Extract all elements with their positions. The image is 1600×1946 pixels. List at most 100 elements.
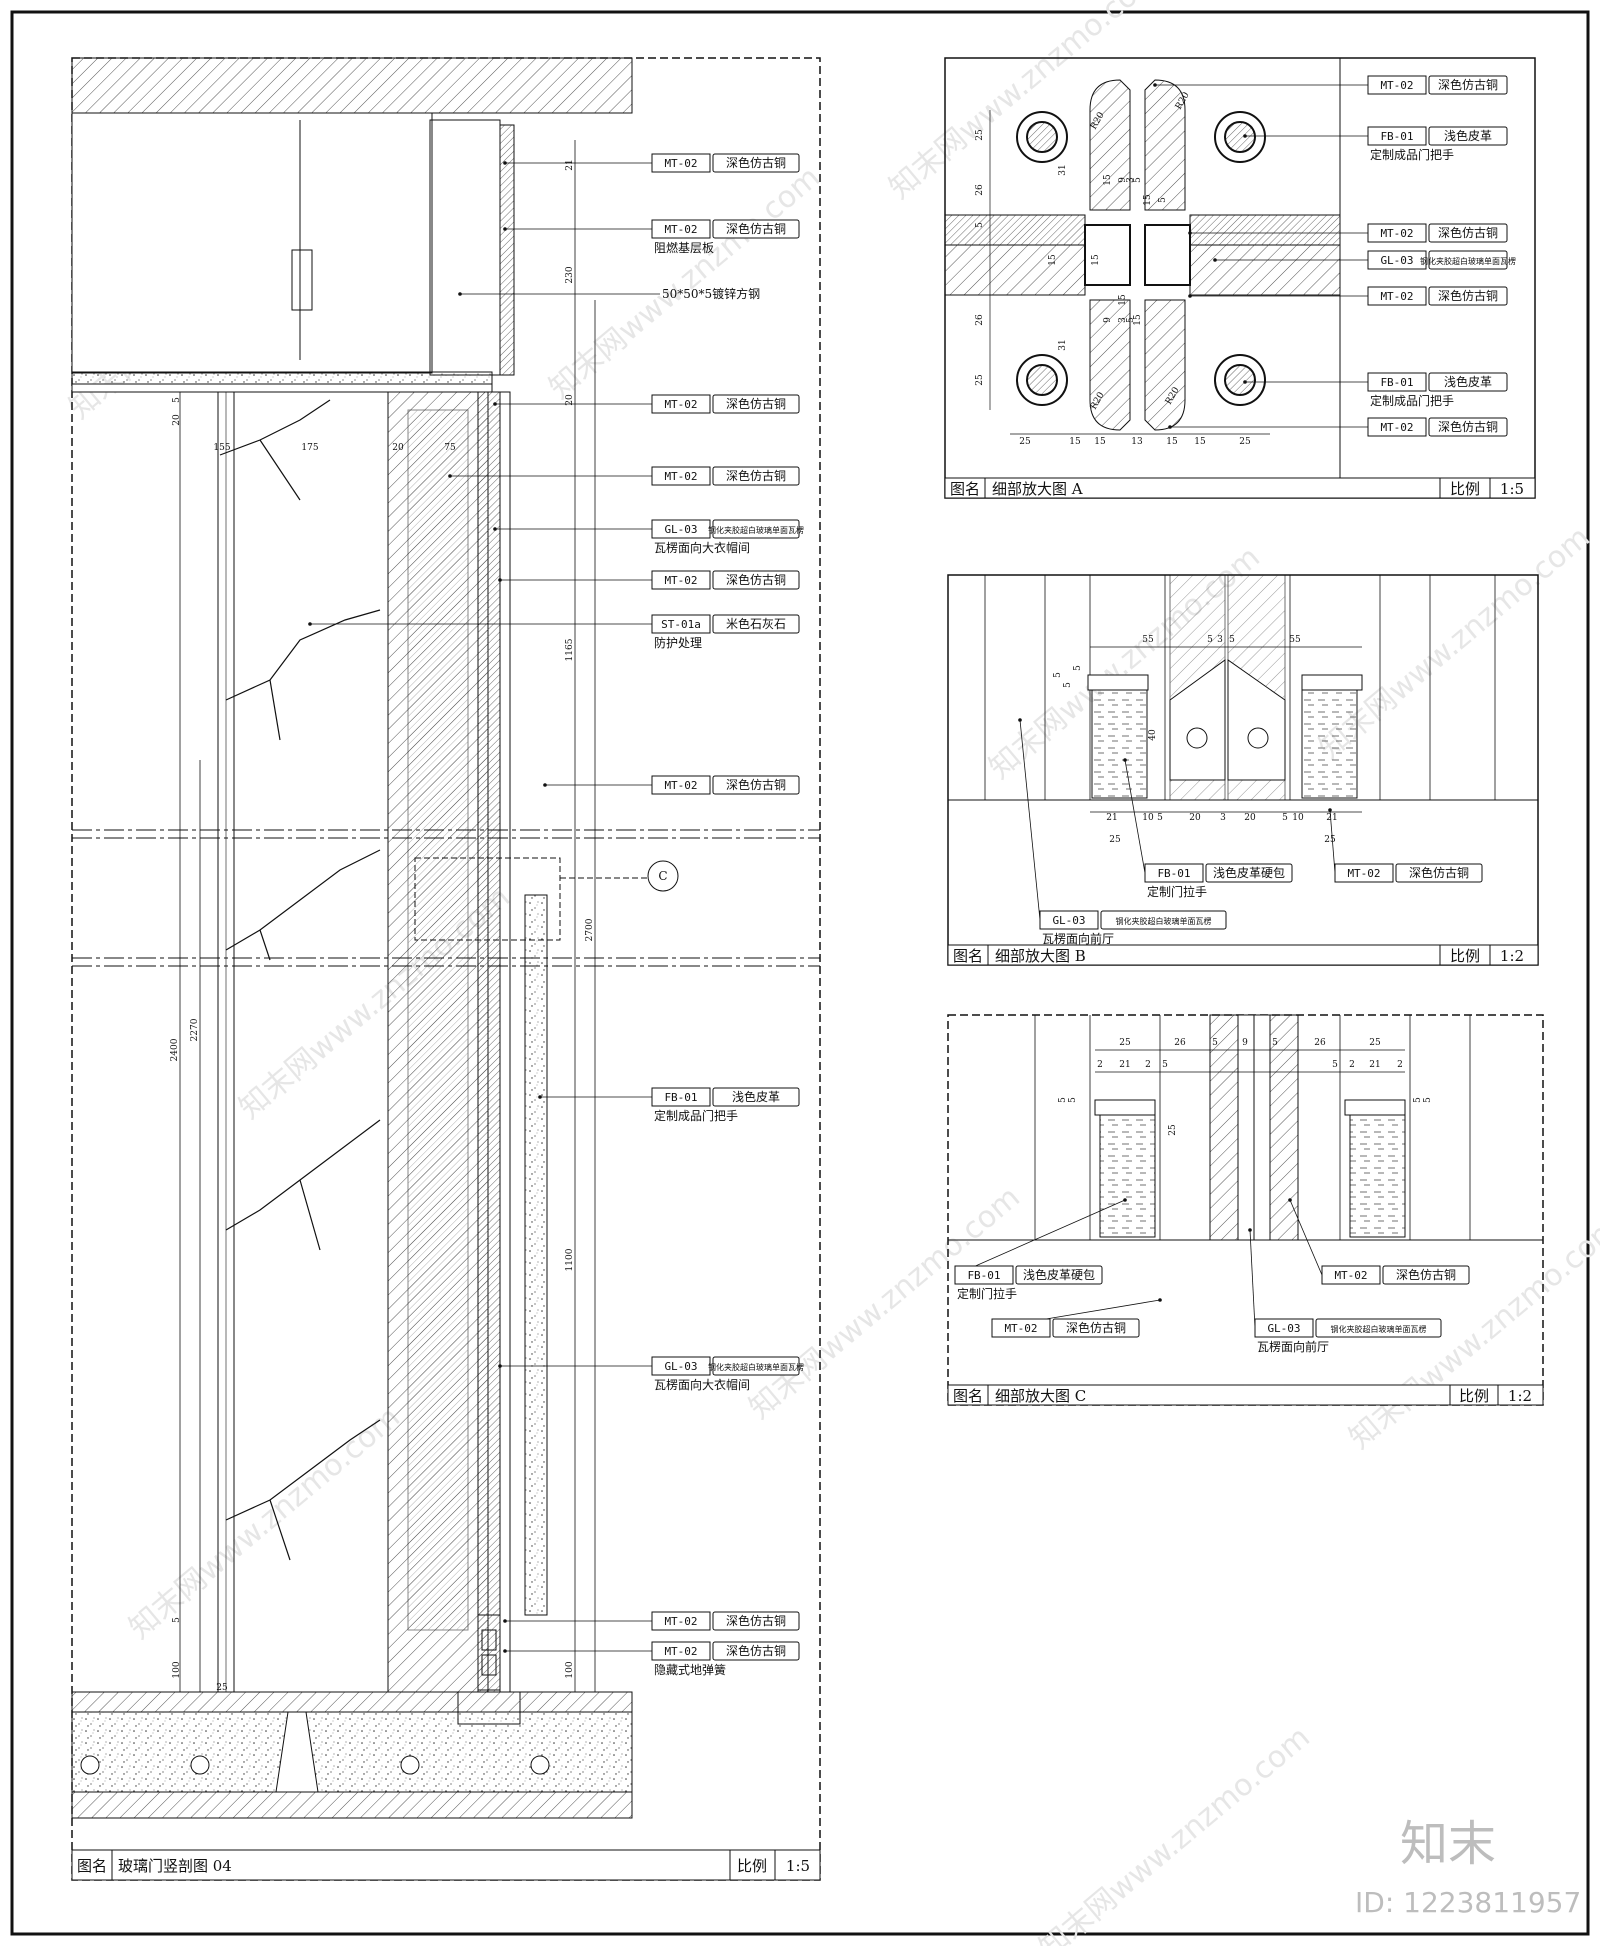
dimension-label: 15 xyxy=(1094,437,1106,447)
dimension-label: 1100 xyxy=(565,1248,575,1271)
dimension-label: 31 xyxy=(1058,164,1068,175)
annotation-code: GL-03 xyxy=(1380,254,1413,267)
dimension-label: 2700 xyxy=(585,918,595,941)
dimension-label: 21 xyxy=(1106,813,1117,823)
dimension-label: 155 xyxy=(213,443,230,453)
main-scale: 1:5 xyxy=(786,1857,810,1875)
annotation-desc: 浅色皮革硬包 xyxy=(1213,866,1285,880)
dimension-label: 5 xyxy=(1229,635,1235,645)
dimension-label: 100 xyxy=(565,1661,575,1678)
annotation-code: MT-02 xyxy=(664,470,697,483)
dimension-label: 5 xyxy=(1332,1060,1338,1070)
dimension-label: 230 xyxy=(565,266,575,283)
annotation-note: 瓦楞面向大衣帽间 xyxy=(654,1377,750,1392)
dimension-label: 15 xyxy=(1091,254,1101,266)
annotation-note: 定制门拉手 xyxy=(957,1286,1017,1301)
dimension-label: 75 xyxy=(444,443,456,453)
detail-b-title: 细部放大图 B xyxy=(995,947,1086,965)
annotation-desc: 深色仿古铜 xyxy=(1409,865,1469,880)
annotation-desc: 钢化夹胶超白玻璃单面瓦楞 xyxy=(708,525,804,535)
detail-b-title-label: 图名 xyxy=(953,947,983,965)
detail-b-annotation: MT-02 深色仿古铜 xyxy=(1328,808,1483,883)
dimension-label: 9 xyxy=(1118,177,1128,183)
annotation-code: MT-02 xyxy=(664,157,697,170)
detail-c-scale-label: 比例 xyxy=(1459,1387,1489,1405)
annotation-desc: 深色仿古铜 xyxy=(726,1613,786,1628)
main-annotation: MT-02 深色仿古铜 xyxy=(448,466,800,486)
dimension-label: 15 xyxy=(1133,314,1143,326)
annotation-code: FB-01 xyxy=(664,1091,697,1104)
dimension-label: 3 xyxy=(1217,635,1223,645)
dimension-label: 5 xyxy=(172,397,182,403)
main-title-label: 图名 xyxy=(77,1857,107,1875)
callout-c-label: C xyxy=(658,869,667,883)
annotation-desc: 钢化夹胶超白玻璃单面瓦楞 xyxy=(1116,916,1212,926)
main-annotation: 50*50*5镀锌方钢 xyxy=(458,286,760,301)
dimension-label: 9 xyxy=(1103,317,1113,323)
dimension-label: 26 xyxy=(975,184,985,196)
annotation-code: GL-03 xyxy=(1052,914,1085,927)
dimension-label: 21 xyxy=(1119,1060,1130,1070)
dimension-label: 25 xyxy=(1119,1038,1131,1048)
annotation-code: MT-02 xyxy=(664,223,697,236)
dimension-label: 15 xyxy=(1166,437,1178,447)
annotation-desc: 深色仿古铜 xyxy=(726,221,786,236)
detail-c-title: 细部放大图 C xyxy=(995,1387,1086,1405)
annotation-desc: 深色仿古铜 xyxy=(1066,1320,1126,1335)
annotation-code: MT-02 xyxy=(1347,867,1380,880)
detail-a-title: 细部放大图 A xyxy=(992,480,1083,498)
dimension-label: 25 xyxy=(216,1683,228,1693)
dimension-label: 15 xyxy=(1118,294,1128,306)
dimension-label: 3 xyxy=(1118,317,1128,323)
dimension-label: 5 xyxy=(1053,672,1063,678)
annotation-desc: 深色仿古铜 xyxy=(726,155,786,170)
dimension-label: 5 xyxy=(1063,682,1073,688)
dimension-label: 21 xyxy=(1326,813,1337,823)
annotation-desc: 深色仿古铜 xyxy=(726,1643,786,1658)
annotation-code: FB-01 xyxy=(1380,376,1413,389)
dimension-label: 25 xyxy=(1109,835,1121,845)
dimension-label: 5 xyxy=(1207,635,1213,645)
brand-logo-text: 知末 xyxy=(1400,1816,1496,1872)
annotation-code: MT-02 xyxy=(1334,1269,1367,1282)
annotation-code: MT-02 xyxy=(664,398,697,411)
annotation-code: MT-02 xyxy=(664,1645,697,1658)
annotation-note: 防护处理 xyxy=(654,635,702,650)
dimension-label: 15 xyxy=(1069,437,1081,447)
watermark-text: 知末网www.znzmo.com xyxy=(543,160,827,406)
image-id-text: ID: 1223811957 xyxy=(1355,1886,1581,1919)
annotation-code: GL-03 xyxy=(1267,1322,1300,1335)
dimension-label: 5 xyxy=(1058,1097,1068,1103)
annotation-desc: 深色仿古铜 xyxy=(1438,225,1498,240)
dimension-label: 25 xyxy=(975,374,985,386)
annotation-desc: 浅色皮革 xyxy=(1444,375,1492,389)
dimension-label: 55 xyxy=(1289,635,1301,645)
annotation-desc: 浅色皮革硬包 xyxy=(1023,1268,1095,1282)
dimension-label: 25 xyxy=(1324,835,1336,845)
dimension-label: 2 xyxy=(1397,1060,1403,1070)
annotation-desc: 深色仿古铜 xyxy=(1438,288,1498,303)
dimension-label: 10 xyxy=(1142,813,1154,823)
detail-c-title-label: 图名 xyxy=(953,1387,983,1405)
dimension-label: 10 xyxy=(1292,813,1304,823)
dimension-label: 5 xyxy=(1423,1097,1433,1103)
annotation-desc: 深色仿古铜 xyxy=(726,468,786,483)
dimension-label: 5 xyxy=(1068,1097,1078,1103)
annotation-desc: 深色仿古铜 xyxy=(1438,419,1498,434)
dimension-label: 31 xyxy=(1058,339,1068,350)
detail-a-title-label: 图名 xyxy=(950,480,980,498)
dimension-label: 2400 xyxy=(170,1038,180,1061)
main-title: 玻璃门竖剖图 04 xyxy=(118,1857,232,1875)
annotation-note: 50*50*5镀锌方钢 xyxy=(662,286,760,301)
annotation-desc: 深色仿古铜 xyxy=(1438,77,1498,92)
